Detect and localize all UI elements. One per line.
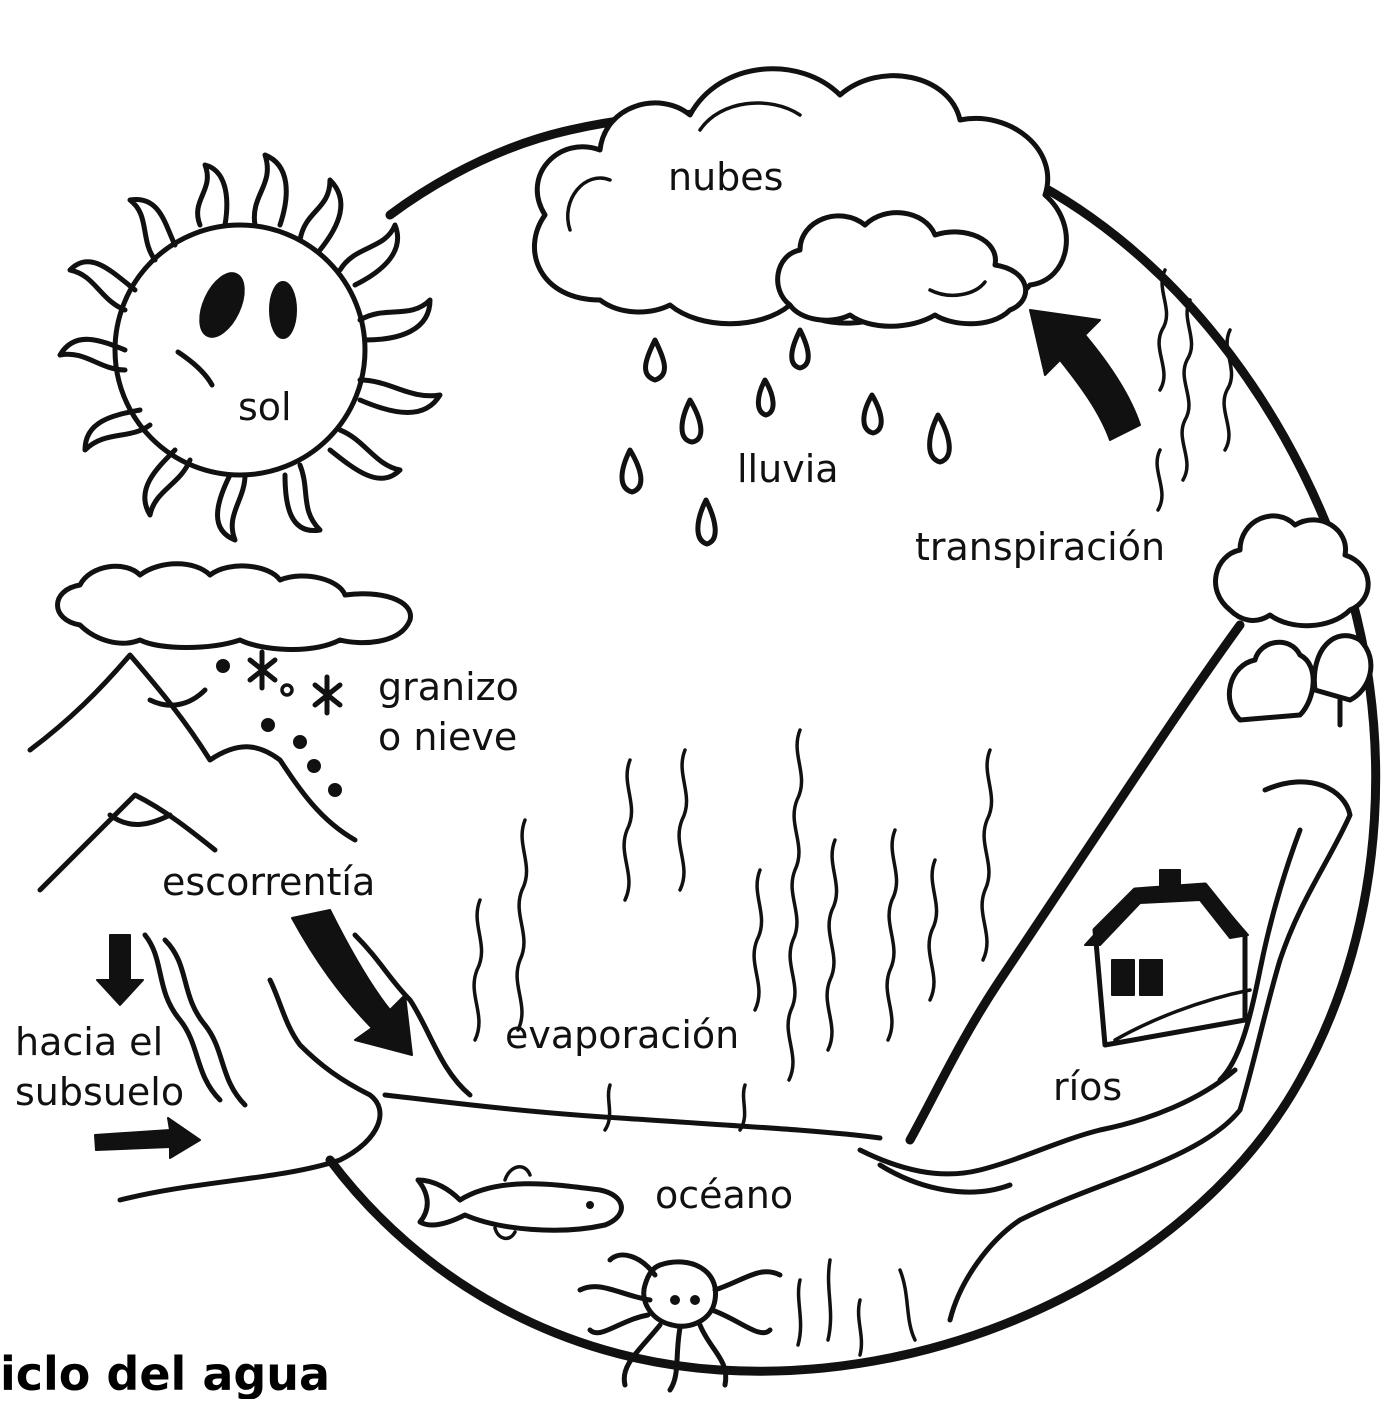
clouds-label: nubes: [668, 155, 783, 199]
runoff-label: escorrentía: [162, 860, 375, 904]
ocean-label: océano: [655, 1173, 793, 1217]
trees-icon: [1213, 513, 1374, 728]
underground-down-arrow-icon: [96, 934, 144, 1006]
cloud-icon: [532, 66, 1069, 329]
underground-right-arrow-icon: [94, 1117, 201, 1159]
transpiration-label: transpiración: [915, 525, 1165, 569]
rain-label: lluvia: [737, 447, 839, 491]
house-icon: [1084, 869, 1252, 1048]
hail-snow-icon: [216, 649, 343, 797]
evaporation-label: evaporación: [505, 1013, 739, 1057]
mountains-icon: [27, 561, 413, 893]
sun-label: sol: [238, 385, 292, 429]
hail-or-snow-label-line1: granizo: [378, 665, 519, 709]
octopus-icon: [577, 1252, 783, 1393]
ground-layers-icon: [117, 932, 883, 1203]
river-icon: [857, 779, 1353, 1323]
runoff-arrow-icon: [291, 909, 413, 1056]
raindrops-icon: [619, 327, 952, 547]
rivers-label: ríos: [1053, 1065, 1122, 1109]
diagram-title: iclo del agua: [0, 1347, 330, 1399]
underground-label-line2: subsuelo: [15, 1070, 184, 1114]
underground-label-line1: hacia el: [15, 1020, 163, 1064]
sun-icon: [57, 152, 443, 543]
evaporation-vapor-icon: [472, 728, 994, 1132]
fish-icon: [415, 1165, 624, 1241]
hail-or-snow-label-line2: o nieve: [378, 715, 517, 759]
transpiration-arrow-icon: [1029, 309, 1141, 441]
transpiration-vapor-icon: [1155, 268, 1234, 512]
hillside-line: [905, 620, 1245, 1145]
seafloor-plants-icon: [796, 1258, 917, 1357]
